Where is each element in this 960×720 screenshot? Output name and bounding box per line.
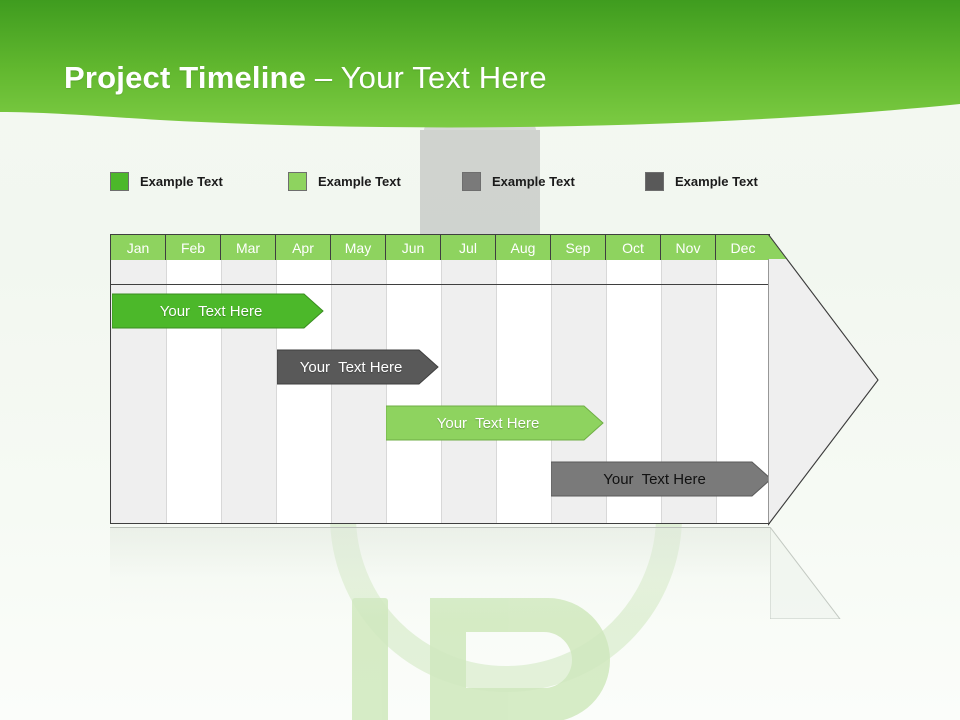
task-bar-3[interactable]: Your Text Here: [386, 405, 604, 441]
month-header-aug[interactable]: Aug: [496, 235, 551, 260]
legend-item-1[interactable]: Example Text: [110, 168, 223, 194]
month-header-sep[interactable]: Sep: [551, 235, 606, 260]
task-bar-shape: [551, 461, 769, 497]
task-bar-label: Your Text Here: [159, 302, 263, 320]
column-separator: [441, 260, 442, 523]
page-title: Project Timeline – Your Text Here: [64, 60, 547, 96]
month-column-aug: [496, 235, 551, 523]
task-bar-1[interactable]: Your Text Here: [112, 293, 324, 329]
month-header-nov[interactable]: Nov: [661, 235, 716, 260]
task-bar-label: Your Text Here: [436, 414, 540, 432]
legend-label: Example Text: [140, 173, 223, 189]
legend-item-2[interactable]: Example Text: [288, 168, 401, 194]
month-header-jul[interactable]: Jul: [441, 235, 496, 260]
month-header-apr[interactable]: Apr: [276, 235, 331, 260]
column-separator: [386, 260, 387, 523]
task-bar-4[interactable]: Your Text Here: [551, 461, 769, 497]
month-column-feb: [166, 235, 221, 523]
timeline-grid: Jan Feb Mar Apr May Jun Jul Aug Sep Oct …: [110, 234, 770, 524]
legend-label: Example Text: [675, 173, 758, 189]
legend-label: Example Text: [318, 173, 401, 189]
task-bar-shape: [112, 293, 324, 329]
task-bar-2[interactable]: Your Text Here: [277, 349, 439, 385]
month-header-jan[interactable]: Jan: [111, 235, 166, 260]
column-separator: [661, 260, 662, 523]
header-row-divider: [111, 284, 769, 285]
chart-reflection: [110, 527, 770, 620]
legend: Example Text Example Text Example Text E…: [0, 168, 960, 196]
month-header-feb[interactable]: Feb: [166, 235, 221, 260]
column-separator: [496, 260, 497, 523]
legend-item-4[interactable]: Example Text: [645, 168, 758, 194]
legend-swatch-icon: [462, 171, 481, 191]
timeline-chart: Jan Feb Mar Apr May Jun Jul Aug Sep Oct …: [110, 234, 880, 526]
timeline-arrow-head-icon: [768, 234, 879, 526]
month-header-mar[interactable]: Mar: [221, 235, 276, 260]
column-separator: [331, 260, 332, 523]
task-bar-shape: [386, 405, 604, 441]
legend-swatch-icon: [288, 171, 307, 191]
column-separator: [276, 260, 277, 523]
task-bar-label: Your Text Here: [299, 358, 403, 376]
column-separator: [166, 260, 167, 523]
legend-swatch-icon: [110, 171, 129, 191]
column-separator: [221, 260, 222, 523]
column-separator: [716, 260, 717, 523]
month-header-dec[interactable]: Dec: [716, 235, 769, 260]
page-title-rest: – Your Text Here: [306, 60, 547, 95]
month-column-mar: [221, 235, 276, 523]
column-separator: [606, 260, 607, 523]
task-bar-label: Your Text Here: [603, 470, 706, 488]
task-bar-shape: [277, 349, 439, 385]
legend-item-3[interactable]: Example Text: [462, 168, 575, 194]
month-column-jan: [111, 235, 166, 523]
chart-reflection-arrow: [770, 527, 841, 619]
month-header-may[interactable]: May: [331, 235, 386, 260]
page-title-bold: Project Timeline: [64, 60, 307, 95]
legend-swatch-icon: [645, 171, 664, 191]
watermark-letters: [352, 598, 610, 720]
watermark-block-top: [424, 114, 536, 130]
legend-label: Example Text: [492, 173, 575, 189]
month-header-jun[interactable]: Jun: [386, 235, 441, 260]
month-header-oct[interactable]: Oct: [606, 235, 661, 260]
column-separator: [551, 260, 552, 523]
month-column-jul: [441, 235, 496, 523]
